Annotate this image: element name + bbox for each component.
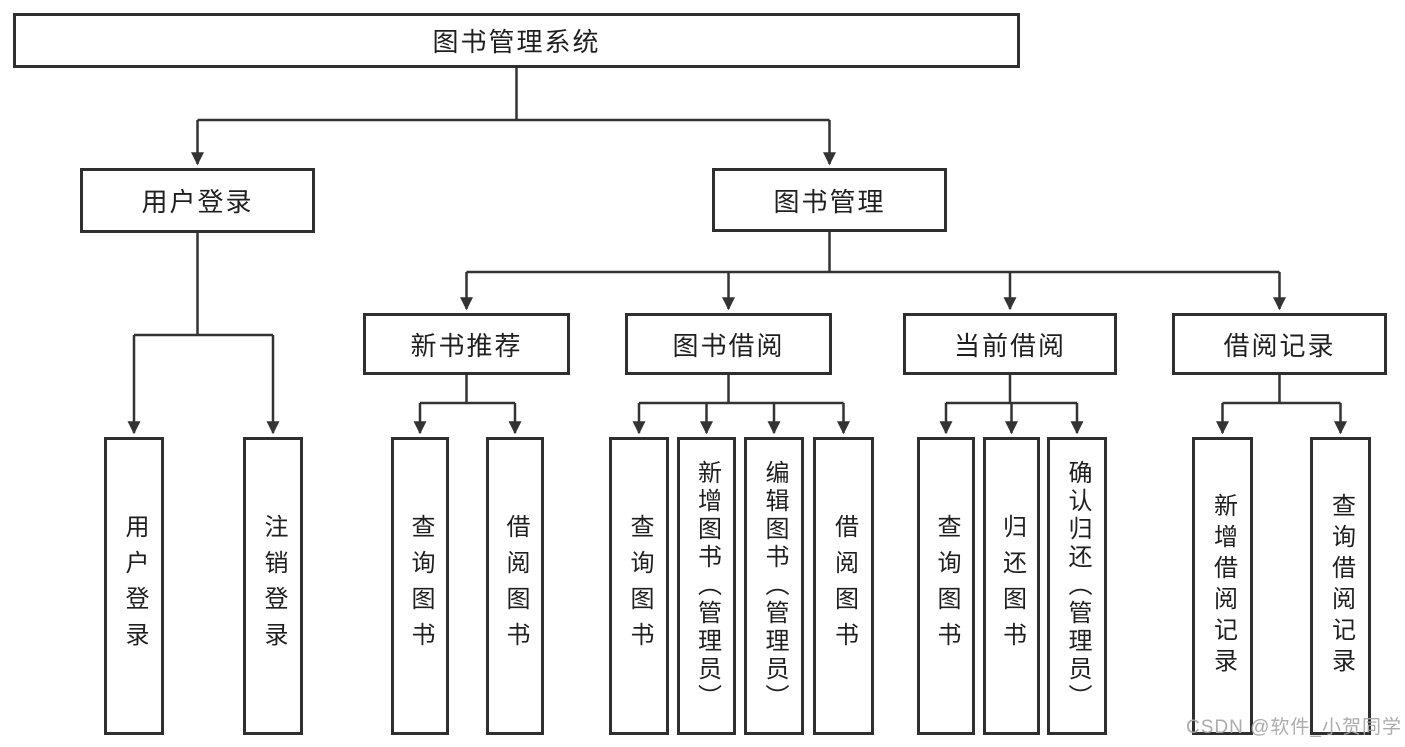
node-book-borrow: 图书借阅 bbox=[625, 313, 832, 375]
node-root: 图书管理系统 bbox=[13, 13, 1020, 68]
node-leaf-query-book-borrow: 查询图书 bbox=[609, 437, 669, 735]
leaf-label: 确认归还（管理员） bbox=[1064, 460, 1091, 712]
leaf-label: 查询借阅记录 bbox=[1327, 493, 1355, 679]
node-leaf-edit-book-admin: 编辑图书（管理员） bbox=[744, 437, 804, 735]
leaf-label: 用户登录 bbox=[121, 514, 148, 658]
node-leaf-query-book-recommend: 查询图书 bbox=[391, 437, 449, 735]
node-leaf-confirm-return-admin: 确认归还（管理员） bbox=[1047, 437, 1107, 735]
node-leaf-borrow-book-borrow: 借阅图书 bbox=[813, 437, 874, 735]
leaf-label: 查询图书 bbox=[407, 514, 434, 658]
node-leaf-add-book-admin: 新增图书（管理员） bbox=[677, 437, 736, 735]
watermark: CSDN @软件_小贺同学 bbox=[1186, 717, 1402, 738]
leaf-label: 注销登录 bbox=[260, 514, 287, 658]
leaf-label: 归还图书 bbox=[998, 514, 1026, 658]
leaf-label: 查询图书 bbox=[626, 514, 653, 658]
node-book-management: 图书管理 bbox=[712, 168, 947, 232]
node-leaf-query-borrow-record: 查询借阅记录 bbox=[1310, 437, 1371, 735]
node-leaf-query-book-current: 查询图书 bbox=[917, 437, 975, 735]
node-leaf-logout-login: 注销登录 bbox=[243, 437, 303, 735]
node-current-borrow: 当前借阅 bbox=[903, 313, 1117, 375]
node-leaf-borrow-book-recommend: 借阅图书 bbox=[486, 437, 544, 735]
node-new-book-recommend: 新书推荐 bbox=[363, 313, 570, 375]
leaf-label: 查询图书 bbox=[933, 514, 960, 658]
node-borrow-record: 借阅记录 bbox=[1172, 313, 1387, 375]
node-leaf-add-borrow-record: 新增借阅记录 bbox=[1192, 437, 1253, 735]
leaf-label: 借阅图书 bbox=[502, 514, 529, 658]
node-user-login: 用户登录 bbox=[80, 168, 315, 233]
leaf-label: 借阅图书 bbox=[830, 514, 858, 658]
leaf-label: 编辑图书（管理员） bbox=[761, 460, 788, 712]
node-leaf-return-book: 归还图书 bbox=[983, 437, 1040, 735]
leaf-label: 新增图书（管理员） bbox=[693, 460, 721, 712]
leaf-label: 新增借阅记录 bbox=[1209, 493, 1237, 679]
node-leaf-user-login: 用户登录 bbox=[104, 437, 164, 735]
